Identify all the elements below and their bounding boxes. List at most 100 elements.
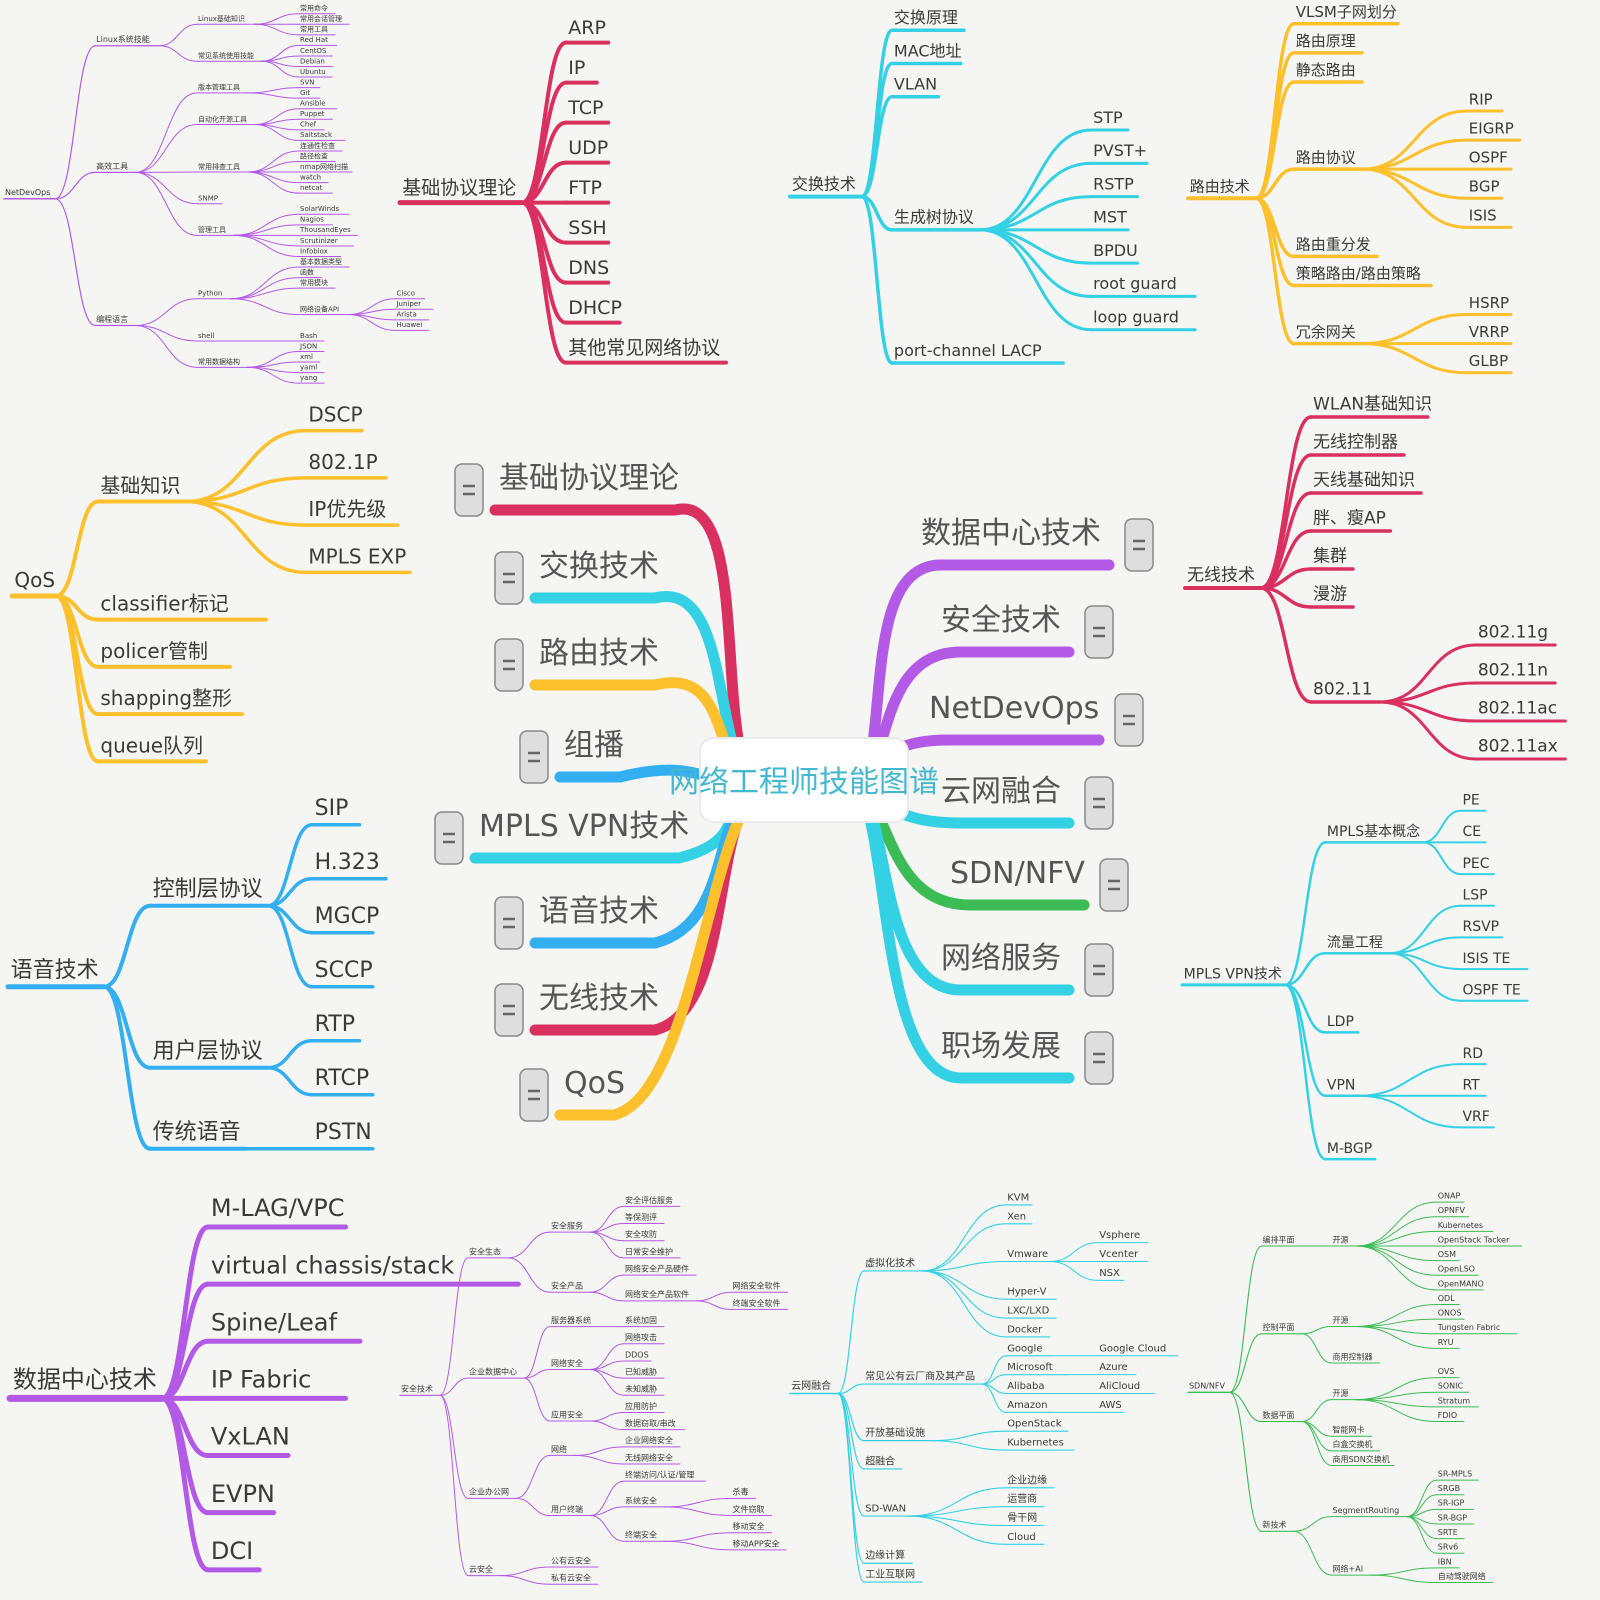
security-node-label: 已知威胁 (625, 1367, 657, 1377)
center-branch-label[interactable]: NetDevOps (929, 691, 1099, 726)
mpls-node-label: PEC (1462, 856, 1489, 872)
center-branch-label[interactable]: 路由技术 (539, 636, 659, 671)
sdn-node-label: Kubernetes (1438, 1221, 1483, 1230)
netdevops-node-label: 版本管理工具 (198, 83, 240, 92)
branch-connector (1254, 196, 1296, 346)
center-branch-label[interactable]: 语音技术 (539, 894, 659, 929)
sdn-node-label: ONOS (1438, 1309, 1462, 1318)
routing-node-label: 冗余网关 (1296, 323, 1356, 341)
collapse-toggle-button[interactable] (494, 983, 524, 1037)
dc-node-label: VxLAN (211, 1423, 290, 1451)
voice-root-label: 语音技术 (11, 958, 99, 983)
branch-connector (266, 1038, 314, 1070)
center-topic-box[interactable] (699, 737, 909, 823)
branch-connector (1355, 1245, 1438, 1262)
branch-connector (1369, 1567, 1438, 1576)
routing-node-label: OSPF (1469, 148, 1508, 166)
branch-connector (1301, 1399, 1333, 1423)
branch-connector (695, 1291, 733, 1302)
collapse-toggle-button[interactable] (1114, 693, 1144, 747)
branch-connector (499, 1566, 551, 1577)
sdn-node-label: 开源 (1333, 1316, 1349, 1325)
center-branch-label[interactable]: 安全技术 (941, 603, 1061, 638)
branch-connector (232, 224, 300, 236)
voice-node-label: 传统语音 (153, 1120, 241, 1145)
collapse-toggle-button[interactable] (1084, 1031, 1114, 1085)
sdn-node-label: Stratum (1438, 1396, 1471, 1405)
center-branch-label[interactable]: 职场发展 (941, 1029, 1061, 1064)
mpls-node-label: OSPF TE (1462, 982, 1520, 998)
mpls-node-label: ISIS TE (1462, 951, 1510, 967)
netdevops-node-label: Chef (300, 121, 317, 129)
center-branch-label[interactable]: 无线技术 (539, 981, 659, 1016)
collapse-toggle-button[interactable] (519, 1068, 549, 1122)
qos-node-label: 基础知识 (100, 474, 180, 498)
collapse-toggle-button[interactable] (1084, 943, 1114, 997)
cloud-node-label: Azure (1099, 1362, 1127, 1373)
center-branch-label[interactable]: 云网融合 (941, 774, 1061, 809)
collapse-toggle-button[interactable] (1084, 605, 1114, 659)
dc-node-label: Spine/Leaf (211, 1308, 338, 1336)
sdn-node-label: ONAP (1438, 1192, 1461, 1201)
netdevops-node-label: 编程语言 (96, 314, 128, 324)
voice-node-label: SIP (315, 796, 349, 821)
branch-connector (184, 428, 308, 504)
branch-connector (102, 984, 152, 1151)
cloud-node-label: NSX (1099, 1268, 1120, 1279)
security-node-label: 网络攻击 (625, 1332, 657, 1342)
routing-node-label: 路由原理 (1296, 32, 1356, 50)
branch-connector (921, 1204, 1007, 1272)
netdevops-node-label: Bash (300, 332, 317, 340)
mpls-root-label: MPLS VPN技术 (1184, 967, 1282, 983)
branch-connector (246, 87, 300, 94)
collapse-toggle-button[interactable] (1099, 858, 1129, 912)
center-branch-label[interactable]: MPLS VPN技术 (479, 809, 689, 844)
basic-node-label: 其他常见网络协议 (568, 337, 720, 359)
collapse-toggle-button[interactable] (1084, 776, 1114, 830)
collapse-toggle-button[interactable] (494, 551, 524, 605)
center-branch-label[interactable]: SDN/NFV (950, 856, 1085, 891)
center-branch-label[interactable]: 交换技术 (539, 549, 659, 584)
cloud-node-label: 边缘计算 (865, 1549, 905, 1562)
branch-connector (981, 1383, 1007, 1413)
center-branch-label[interactable]: QoS (564, 1066, 625, 1101)
netdevops-node-label: 路径检查 (300, 151, 328, 160)
branch-connector (589, 1274, 625, 1293)
mpls-node-label: VRF (1462, 1109, 1489, 1125)
netdevops-node-label: SNMP (198, 195, 218, 203)
qos-root-label: QoS (14, 568, 55, 592)
sdn-node-label: OSM (1438, 1250, 1456, 1259)
netdevops-node-label: 常用模块 (300, 278, 328, 287)
netdevops-node-label: Juniper (395, 300, 421, 308)
netdevops-node-label: CentOS (300, 47, 327, 55)
netdevops-node-label: 常用会话管理 (300, 14, 342, 23)
sdn-node-label: RYU (1438, 1338, 1454, 1347)
branch-connector (134, 171, 198, 205)
center-branch-label[interactable]: 网络服务 (941, 941, 1061, 976)
center-branch-label[interactable]: 数据中心技术 (921, 516, 1101, 551)
netdevops-node-label: Arista (396, 311, 416, 319)
netdevops-node-label: yaml (300, 363, 317, 371)
branch-connector (837, 1383, 865, 1395)
center-branch-label[interactable]: 基础协议理论 (499, 461, 679, 496)
sdn-node-label: SR-IGP (1438, 1499, 1465, 1508)
security-node-label: 云安全 (469, 1564, 493, 1574)
collapse-toggle-button[interactable] (494, 638, 524, 692)
security-node-label: 安全生态 (469, 1246, 501, 1256)
dc-node-label: M-LAG/VPC (211, 1194, 345, 1222)
sdn-node-label: OpenStack Tacker (1438, 1235, 1510, 1244)
sdn-node-label: 商用控制器 (1333, 1351, 1373, 1361)
branch-connector (520, 200, 568, 365)
branch-connector (347, 314, 397, 331)
branch-connector (134, 124, 198, 173)
collapse-toggle-button[interactable] (454, 463, 484, 517)
center-branch-label[interactable]: 组播 (564, 728, 624, 763)
collapse-toggle-button[interactable] (434, 811, 464, 865)
qos-node-label: queue队列 (100, 733, 203, 757)
mpls-node-label: RT (1462, 1077, 1480, 1093)
collapse-toggle-button[interactable] (494, 896, 524, 950)
collapse-toggle-button[interactable] (519, 730, 549, 784)
cloud-node-label: Cloud (1007, 1532, 1036, 1543)
collapse-toggle-button[interactable] (1124, 518, 1154, 572)
